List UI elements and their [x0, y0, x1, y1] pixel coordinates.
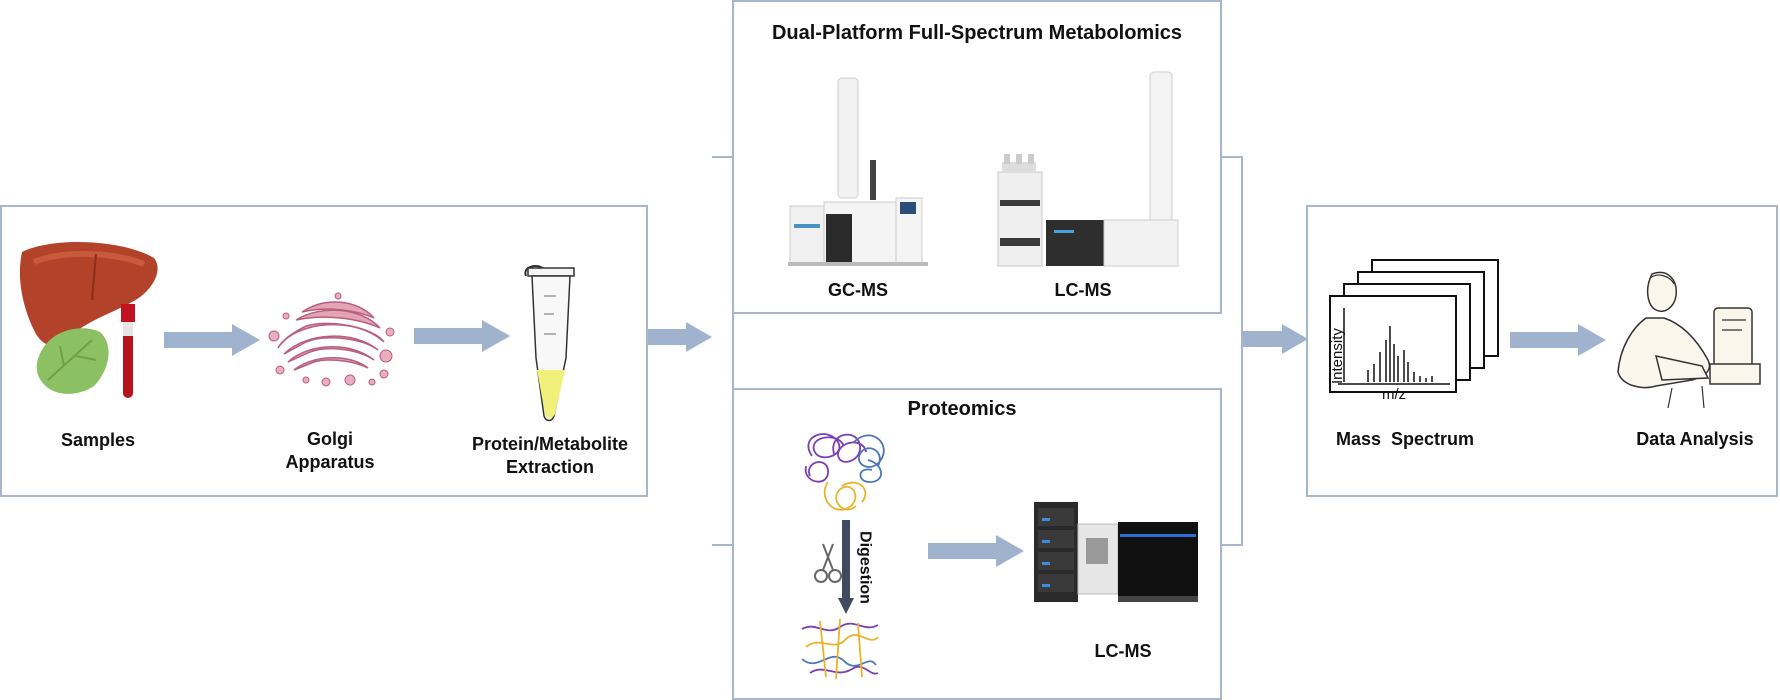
blood-tube-icon: [121, 304, 135, 398]
analyst-at-computer-icon: [1617, 271, 1761, 409]
left-bracket-line: [712, 156, 734, 546]
data-analysis-label: Data Analysis: [1636, 429, 1754, 449]
protein-coil-icon: [804, 433, 885, 511]
arrow-samples-to-golgi: [164, 324, 260, 356]
lcms-instrument-icon: [997, 71, 1179, 267]
arrow-to-data-analysis: [1510, 324, 1606, 356]
liver-icon: [19, 241, 158, 346]
mass-spectrum-icon: Intensity m/z: [1329, 259, 1499, 403]
mass-spectrum-label: Mass Spectrum: [1335, 429, 1475, 449]
metabolomics-lcms-label: LC-MS: [1054, 280, 1112, 300]
extraction-label-line1: Protein/Metabolite: [471, 434, 628, 454]
arrow-golgi-to-extraction: [414, 320, 510, 352]
proteomics-lcms-instrument-icon: [1034, 502, 1198, 602]
right-bracket-line: [1221, 156, 1243, 546]
centrifuge-tube-icon: [524, 265, 575, 422]
leaf-icon: [36, 328, 109, 394]
gcms-label: GC-MS: [828, 280, 888, 300]
golgi-label-line1: Golgi: [307, 429, 353, 449]
samples-illustration: [19, 241, 158, 398]
digestion-label: Digestion: [856, 531, 874, 604]
arrow-to-proteomics-lcms: [928, 535, 1024, 567]
golgi-label-line2: Apparatus: [285, 452, 375, 472]
proteomics-title: Proteomics: [907, 398, 1017, 420]
scissors-icon: [814, 543, 842, 583]
proteomics-lcms-label: LC-MS: [1094, 641, 1152, 661]
extraction-label-line2: Extraction: [505, 457, 595, 477]
metabolomics-title: Dual-Platform Full-Spectrum Metabolomics: [771, 22, 1183, 44]
gcms-instrument-icon: [788, 77, 928, 266]
peptides-icon: [801, 618, 879, 680]
spectrum-x-label: m/z: [1382, 386, 1406, 403]
digestion-arrow: [838, 520, 854, 614]
spectrum-y-label: Intensity: [1329, 328, 1346, 384]
arrow-to-analysis-platforms: [646, 322, 712, 352]
samples-label: Samples: [60, 430, 136, 450]
arrow-to-mass-spectrum: [1242, 324, 1308, 354]
golgi-icon: [268, 292, 395, 387]
